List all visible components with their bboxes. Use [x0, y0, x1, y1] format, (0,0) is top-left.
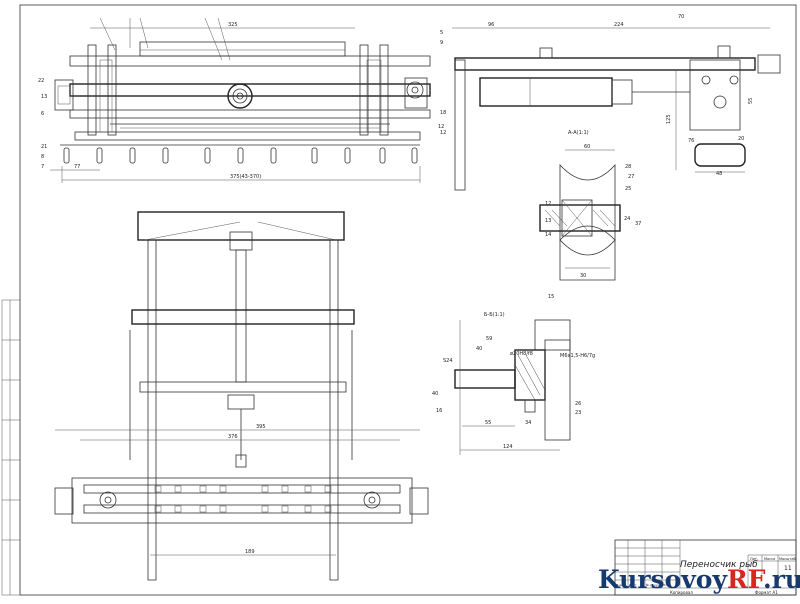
- callout-13: 13: [41, 94, 47, 100]
- tb-scale: Масштаб: [779, 557, 796, 561]
- svg-text:15: 15: [548, 294, 554, 300]
- tb-format: Формат А1: [755, 590, 778, 595]
- sheet-number: 11: [784, 565, 792, 572]
- svg-text:12: 12: [545, 201, 551, 207]
- svg-text:S24: S24: [443, 358, 453, 364]
- dim-front-inner: 376: [228, 434, 238, 440]
- svg-text:55: 55: [748, 98, 754, 104]
- top-view: 325: [38, 17, 444, 183]
- svg-text:125: 125: [666, 114, 672, 124]
- svg-text:77: 77: [74, 164, 80, 170]
- callout-10: 12: [438, 124, 444, 130]
- title-block: Лит. Масса Масштаб Изм Лист № докум. Под…: [614, 539, 797, 596]
- dim-b-total: 124: [503, 444, 513, 450]
- gripper-slots: [154, 485, 332, 513]
- callout-18: 18: [440, 110, 446, 116]
- callout-5: 5: [440, 30, 443, 36]
- svg-text:76: 76: [688, 138, 694, 144]
- svg-text:26: 26: [575, 401, 581, 407]
- drawing-title: Переносчик рыб: [680, 560, 758, 570]
- front-view: 395 376 189: [54, 211, 429, 581]
- dim-front-bottom: 189: [245, 549, 255, 555]
- dim-40: 40: [476, 346, 482, 352]
- callout-6: 6: [41, 111, 44, 117]
- dim-48: 48: [716, 171, 722, 177]
- dim-b-thread: M6x1,5-H6/7g: [560, 353, 595, 359]
- tb-list: Лист: [629, 583, 637, 587]
- callout-21: 21: [41, 144, 47, 150]
- callout-9: 9: [440, 40, 443, 46]
- tb-sign: Подп.: [663, 583, 672, 587]
- dim-b-34: 34: [525, 420, 531, 426]
- callout-7: 7: [41, 164, 44, 170]
- svg-text:40: 40: [432, 391, 438, 397]
- watermark-part3: .ru: [763, 565, 800, 594]
- section-a-a: А-А(1:1) 60 30 12 13 14 15 28 27 25 24 3…: [539, 130, 641, 300]
- svg-text:28: 28: [625, 164, 631, 170]
- svg-text:13: 13: [545, 218, 551, 224]
- section-b-title: Б-Б(1:1): [484, 312, 505, 318]
- dim-a-bottom: 30: [580, 273, 586, 279]
- svg-text:70: 70: [678, 14, 684, 20]
- svg-text:37: 37: [635, 221, 641, 227]
- section-a-title: А-А(1:1): [568, 130, 589, 136]
- watermark-part2: RF: [727, 565, 764, 594]
- dim-a-width: 60: [584, 144, 590, 150]
- side-view: 96 224 70 125 48 55 76 20 5 9 18 12: [440, 14, 781, 191]
- callout-10b: 12: [440, 130, 446, 136]
- tb-mass: Масса: [764, 557, 775, 561]
- fork-teeth: [63, 147, 418, 164]
- tb-izm: Изм: [616, 583, 622, 587]
- dim-overall-length: 375(43-370): [230, 174, 261, 180]
- dim-front-width: 395: [256, 424, 266, 430]
- dim-top-width: 325: [228, 22, 238, 28]
- tb-docnum: № докум.: [646, 583, 661, 587]
- section-b-b: Б-Б(1:1) 124 55 34 M6x1,5-H6/7g ø20H8/f8…: [432, 312, 595, 455]
- dim-side-right: 224: [614, 22, 624, 28]
- tb-lit: Лит.: [750, 557, 758, 561]
- svg-text:23: 23: [575, 410, 581, 416]
- svg-text:25: 25: [625, 186, 631, 192]
- svg-text:20: 20: [738, 136, 744, 142]
- svg-text:14: 14: [545, 232, 551, 238]
- svg-text:16: 16: [436, 408, 442, 414]
- dim-side-left: 96: [488, 22, 494, 28]
- svg-text:24: 24: [624, 216, 630, 222]
- dim-b-phi: ø20H8/f8: [510, 351, 533, 357]
- callout-22: 22: [38, 78, 44, 84]
- tb-copy: Копировал: [670, 590, 693, 595]
- svg-text:27: 27: [628, 174, 634, 180]
- watermark-part1: Kursovoy: [598, 565, 728, 594]
- watermark-logo: KursovoyRF.ru: [598, 565, 800, 594]
- dim-b-55: 55: [485, 420, 491, 426]
- callout-8: 8: [41, 154, 44, 160]
- dim-59: 59: [486, 336, 492, 342]
- left-stamp-frame: [1, 299, 21, 596]
